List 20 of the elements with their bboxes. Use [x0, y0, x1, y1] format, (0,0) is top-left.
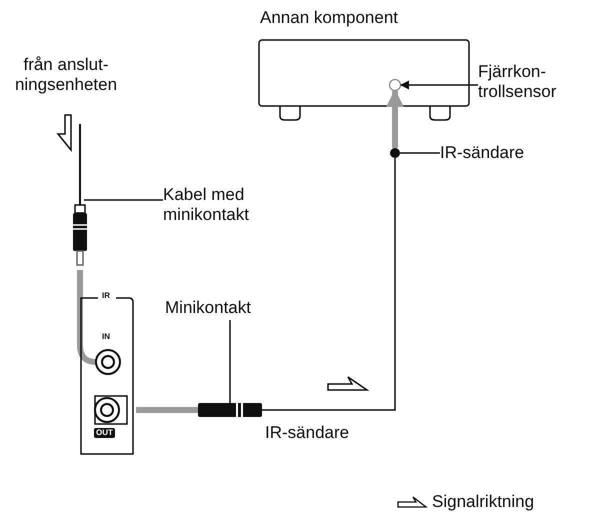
leader-line — [84, 199, 163, 201]
caption-text: IR-sändare — [265, 423, 350, 443]
leader-line — [400, 152, 440, 154]
leader-line — [229, 320, 231, 403]
panel-label: IR — [101, 291, 111, 301]
caption-text: från anslut- ningsenheten — [14, 55, 118, 95]
plug-body — [198, 403, 262, 417]
cable — [386, 89, 404, 148]
legend-label: Signalriktning — [432, 492, 534, 512]
panel-label: IN — [101, 332, 111, 342]
emitter-dot — [390, 148, 400, 158]
leader-line — [400, 80, 478, 90]
cable — [136, 407, 198, 413]
callout-text: Minikontakt — [165, 298, 265, 320]
heading-text: Annan komponent — [260, 8, 398, 28]
callout-text: Kabel med minikontakt — [163, 185, 293, 227]
callout-text: IR-sändare — [440, 143, 550, 165]
cable — [262, 158, 396, 411]
callout-text: Fjärrkon- trollsensor — [478, 62, 596, 104]
panel-label: OUT — [94, 428, 115, 438]
